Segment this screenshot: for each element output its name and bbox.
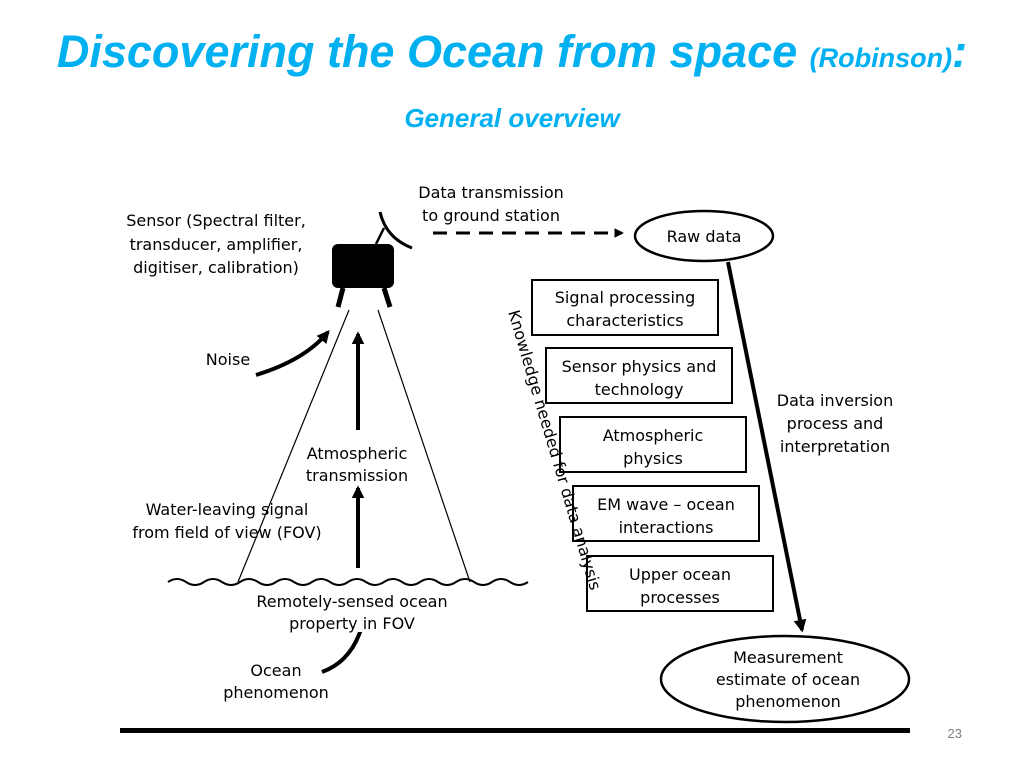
- knowledge-box-3-line-1: Atmospheric: [603, 426, 704, 445]
- inversion-arrow: [726, 261, 807, 633]
- inversion-label-2: process and: [787, 414, 884, 433]
- fov-line-left: [237, 309, 350, 583]
- inversion-label-3: interpretation: [780, 437, 890, 456]
- knowledge-box-5-line-2: processes: [640, 588, 720, 607]
- sensor-label-3: digitiser, calibration): [133, 258, 299, 277]
- knowledge-box-2-line-1: Sensor physics and: [562, 357, 717, 376]
- noise-label: Noise: [206, 350, 250, 369]
- ocean-phenomenon-label-1: Ocean: [250, 661, 301, 680]
- measurement-label-1: Measurement: [733, 648, 843, 667]
- title-main: Discovering the Ocean from space: [56, 26, 798, 77]
- bottom-rule: [120, 728, 910, 733]
- remotely-sensed-label-1: Remotely-sensed ocean: [256, 592, 447, 611]
- knowledge-box-upper-ocean: [586, 555, 774, 612]
- ocean-phenomenon-label-2: phenomenon: [223, 683, 329, 702]
- sensor-label-2: transducer, amplifier,: [130, 235, 303, 254]
- measurement-node: [659, 634, 911, 724]
- knowledge-box-1-line-1: Signal processing: [555, 288, 695, 307]
- measurement-label-2: estimate of ocean: [716, 670, 860, 689]
- knowledge-box-1-line-2: characteristics: [566, 311, 683, 330]
- measurement-label-3: phenomenon: [735, 692, 841, 711]
- knowledge-box-4-line-2: interactions: [619, 518, 714, 537]
- raw-data-node: [633, 209, 775, 263]
- water-leaving-label-1: Water-leaving signal: [146, 500, 309, 519]
- satellite-sensor-icon: [332, 211, 413, 308]
- inversion-label-1: Data inversion: [777, 391, 893, 410]
- knowledge-box-5-line-1: Upper ocean: [629, 565, 731, 584]
- raw-data-label: Raw data: [667, 227, 742, 246]
- noise-arrow: [255, 330, 330, 377]
- atmospheric-transmission-label-1: Atmospheric: [307, 444, 408, 463]
- slide-subtitle: General overview: [404, 103, 620, 133]
- title-credit: (Robinson): [809, 43, 953, 73]
- knowledge-box-atmospheric-physics: [559, 416, 747, 473]
- sensor-label-1: Sensor (Spectral filter,: [126, 211, 306, 230]
- remotely-sensed-label-bg: [238, 588, 464, 632]
- transmission-label-2: to ground station: [422, 206, 560, 225]
- water-leaving-label-2: from field of view (FOV): [132, 523, 321, 542]
- knowledge-box-em-wave: [572, 485, 760, 542]
- slide-title: Discovering the Ocean from space (Robins…: [0, 26, 1024, 78]
- remotely-sensed-label-2: property in FOV: [289, 614, 415, 633]
- fov-line-right: [377, 309, 471, 583]
- ocean-surface-wave: [167, 578, 529, 586]
- transmission-label-1: Data transmission: [418, 183, 564, 202]
- knowledge-box-2-line-2: technology: [595, 380, 684, 399]
- knowledge-box-3-line-2: physics: [623, 449, 683, 468]
- knowledge-box-4-line-1: EM wave – ocean: [597, 495, 735, 514]
- atmospheric-transmission-label-2: transmission: [306, 466, 408, 485]
- knowledge-box-sensor-physics: [545, 347, 733, 404]
- knowledge-box-signal-processing: [531, 279, 719, 336]
- page-number: 23: [947, 726, 962, 741]
- title-colon: :: [952, 26, 968, 77]
